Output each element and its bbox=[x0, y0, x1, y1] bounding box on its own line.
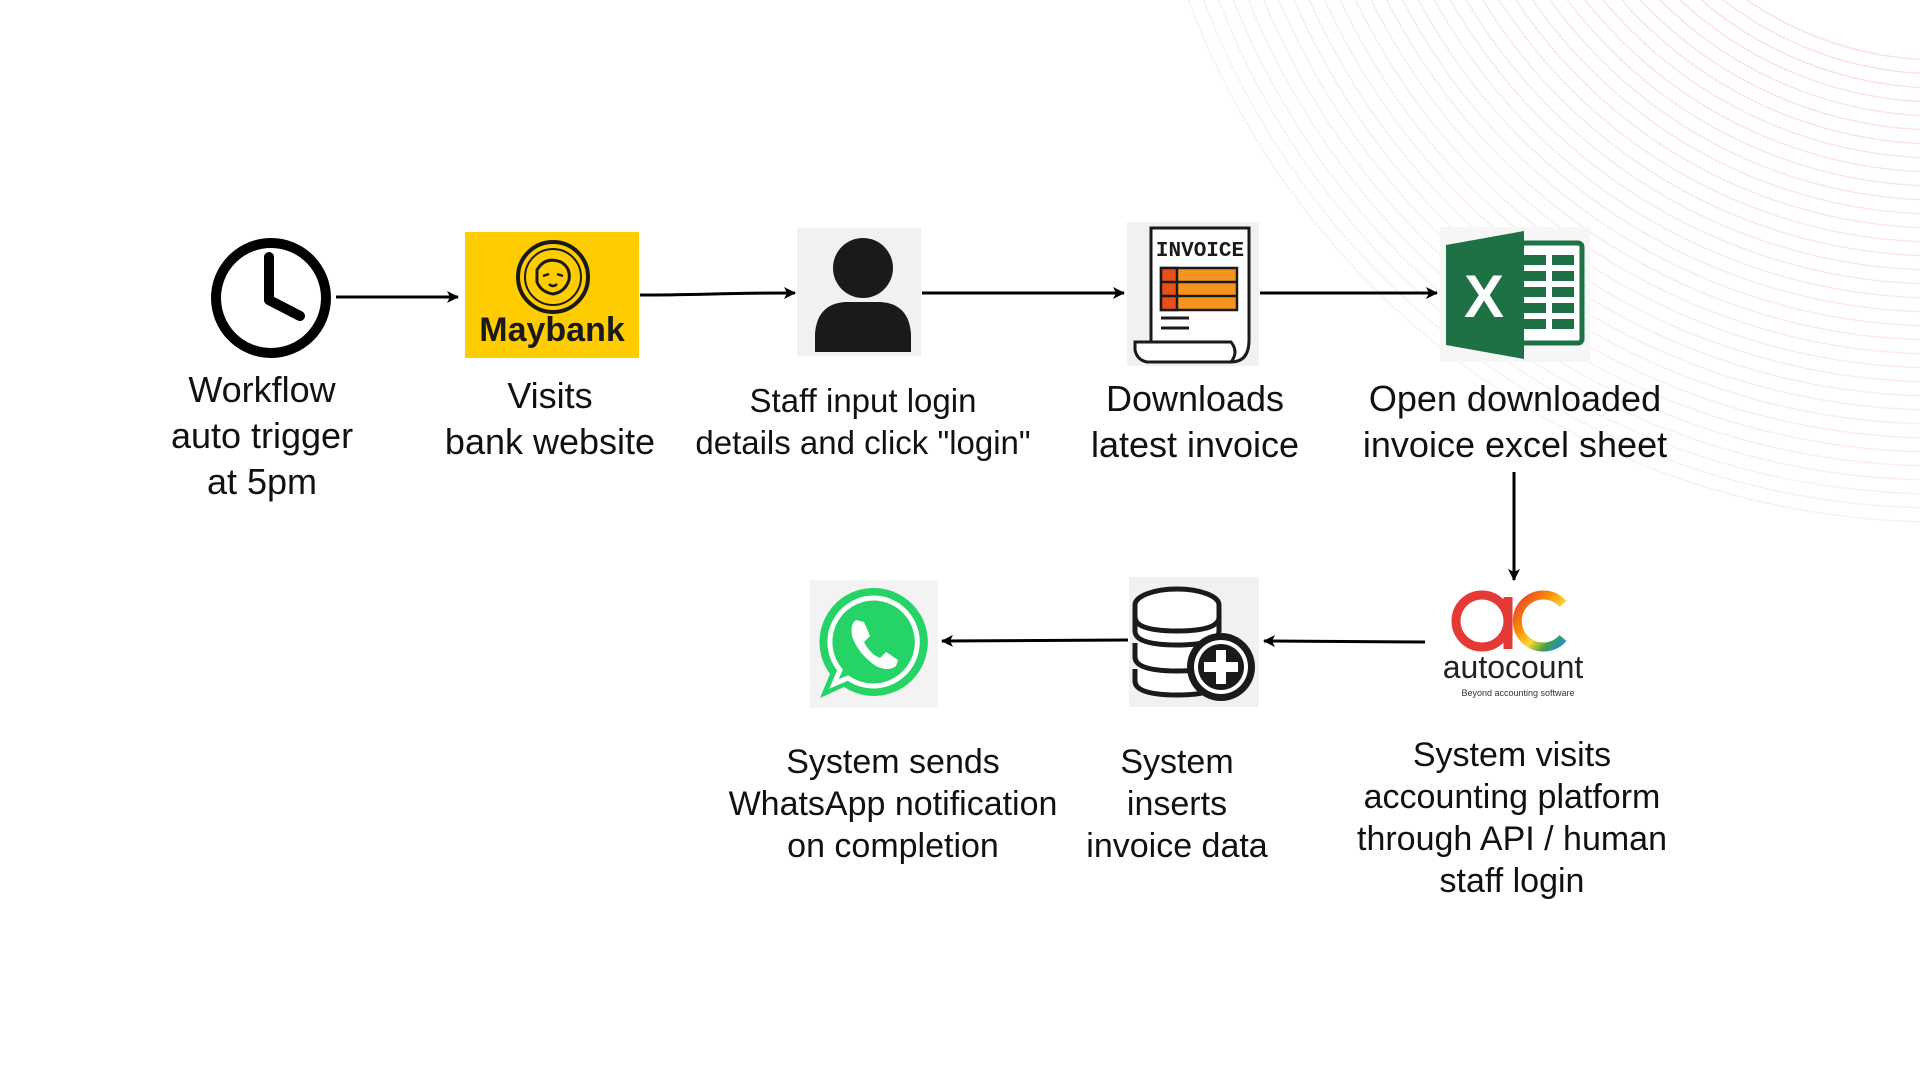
excel-icon: X bbox=[1446, 231, 1585, 359]
step-2-maybank: Maybank bbox=[465, 232, 639, 358]
step-5-excel: X bbox=[1440, 227, 1590, 362]
autocount-logo: autocount Beyond accounting software bbox=[1443, 590, 1584, 698]
svg-text:X: X bbox=[1464, 263, 1504, 330]
user-icon bbox=[815, 238, 911, 352]
clock-icon bbox=[211, 238, 331, 358]
svg-text:Maybank: Maybank bbox=[479, 311, 625, 349]
arrow-database-to-whatsapp bbox=[941, 634, 1129, 647]
arrow-autocount-to-database bbox=[1263, 635, 1426, 648]
database-add-icon bbox=[1132, 586, 1255, 701]
step-4-invoice: INVOICE bbox=[1127, 222, 1259, 366]
step-8-whatsapp bbox=[810, 580, 938, 708]
svg-text:INVOICE: INVOICE bbox=[1156, 240, 1244, 263]
svg-text:autocount: autocount bbox=[1443, 649, 1584, 685]
svg-text:Beyond accounting software: Beyond accounting software bbox=[1461, 688, 1574, 698]
arrow-maybank-to-user bbox=[639, 287, 796, 300]
maybank-logo: Maybank bbox=[479, 240, 625, 349]
step-3-user bbox=[797, 228, 921, 356]
invoice-icon: INVOICE bbox=[1133, 226, 1251, 364]
step-1-clock bbox=[208, 235, 334, 361]
step-6-autocount: autocount Beyond accounting software bbox=[1420, 585, 1610, 700]
whatsapp-icon bbox=[819, 587, 928, 698]
step-7-database bbox=[1129, 577, 1259, 707]
